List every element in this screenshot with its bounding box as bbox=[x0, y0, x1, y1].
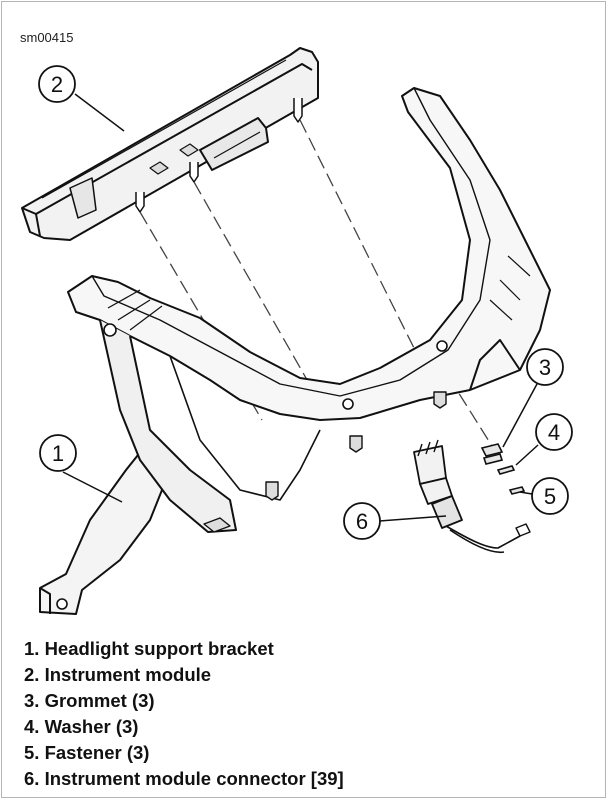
legend-item-4: 4. Washer (3) bbox=[24, 716, 139, 737]
legend-item-3: 3. Grommet (3) bbox=[24, 690, 155, 711]
svg-text:1: 1 bbox=[52, 441, 64, 466]
instrument-module-drawing bbox=[21, 47, 319, 241]
legend-item-6: 6. Instrument module connector [39] bbox=[24, 768, 344, 789]
legend-item-2: 2. Instrument module bbox=[24, 664, 212, 685]
headlight-bracket-drawing bbox=[39, 87, 551, 615]
legend-item-5: 5. Fastener (3) bbox=[24, 742, 150, 763]
callout-1: 1 bbox=[39, 434, 77, 472]
svg-text:3: 3 bbox=[539, 355, 551, 380]
svg-text:5: 5 bbox=[544, 484, 556, 509]
connector-drawing bbox=[413, 439, 531, 554]
callout-5: 5 bbox=[531, 477, 569, 515]
hardware-drawing bbox=[480, 443, 526, 495]
parts-legend: 1. Headlight support bracket 2. Instrume… bbox=[24, 636, 344, 792]
figure-id: sm00415 bbox=[20, 30, 74, 45]
leader-lines bbox=[62, 93, 539, 522]
callout-6: 6 bbox=[343, 502, 381, 540]
legend-item-1: 1. Headlight support bracket bbox=[24, 638, 274, 659]
callout-4: 4 bbox=[535, 413, 573, 451]
callout-2: 2 bbox=[38, 65, 76, 103]
svg-text:6: 6 bbox=[356, 509, 368, 534]
callout-3: 3 bbox=[526, 348, 564, 386]
svg-text:2: 2 bbox=[51, 72, 63, 97]
svg-text:4: 4 bbox=[548, 420, 560, 445]
